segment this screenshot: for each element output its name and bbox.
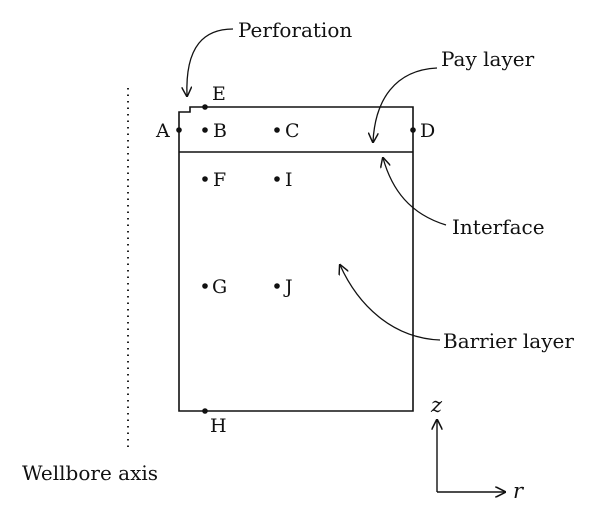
point-g-dot — [202, 283, 208, 289]
pay-layer-arrow — [373, 67, 438, 142]
interface-arrow — [383, 158, 447, 226]
point-i-label: I — [285, 169, 293, 191]
point-i-dot — [274, 176, 280, 182]
point-d-label: D — [420, 120, 435, 142]
perforation-arrow — [187, 28, 234, 96]
point-h-dot — [202, 408, 208, 414]
point-d-dot — [410, 127, 416, 133]
domain-outline — [178, 106, 414, 412]
perforation-label: Perforation — [238, 18, 352, 42]
point-a-dot — [176, 127, 182, 133]
point-e-label: E — [212, 83, 226, 105]
point-f-dot — [202, 176, 208, 182]
z-axis-label: z — [430, 393, 443, 417]
point-b-dot — [202, 127, 208, 133]
barrier-layer-arrow — [340, 265, 441, 341]
point-j-label: J — [283, 276, 293, 298]
point-f-label: F — [213, 169, 226, 191]
point-g-label: G — [212, 276, 227, 298]
wellbore-axis-label: Wellbore axis — [22, 461, 158, 485]
point-b-label: B — [213, 120, 227, 142]
pay-layer-label: Pay layer — [441, 47, 535, 71]
r-axis-label: r — [513, 479, 525, 503]
point-c-label: C — [285, 120, 300, 142]
point-c-dot — [274, 127, 280, 133]
point-h-label: H — [210, 415, 227, 437]
barrier-layer-label: Barrier layer — [443, 329, 574, 353]
interface-label: Interface — [452, 215, 545, 239]
point-a-label: A — [155, 120, 170, 142]
point-j-dot — [274, 283, 280, 289]
point-e-dot — [202, 104, 208, 110]
